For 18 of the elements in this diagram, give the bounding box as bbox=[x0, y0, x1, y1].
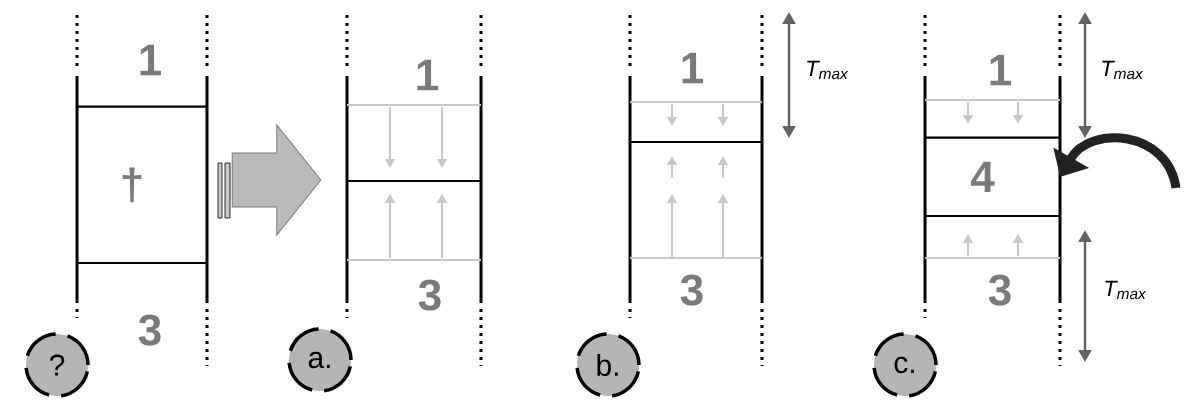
region-number: † bbox=[122, 167, 142, 203]
region-number: 1 bbox=[140, 44, 161, 76]
dimension-label: T$_{max}$ bbox=[1102, 60, 1144, 80]
region-number: 3 bbox=[138, 314, 161, 346]
block-arrow bbox=[231, 124, 322, 236]
region-number: 3 bbox=[418, 279, 441, 311]
region-number: 1 bbox=[682, 52, 703, 84]
region-number: 1 bbox=[417, 59, 438, 91]
dimension-label: T$_{max}$ bbox=[1105, 280, 1147, 300]
panel-badge: c. bbox=[872, 332, 938, 398]
region-number: 4 bbox=[970, 161, 995, 192]
dimension-label: T$_{max}$ bbox=[807, 60, 849, 80]
panel-badge: ? bbox=[24, 332, 90, 398]
region-number: 3 bbox=[680, 274, 703, 306]
region-number: 1 bbox=[990, 54, 1011, 86]
panel-badge: b. bbox=[575, 332, 641, 398]
panel-badge: a. bbox=[287, 327, 353, 393]
region-number: 3 bbox=[988, 274, 1011, 306]
